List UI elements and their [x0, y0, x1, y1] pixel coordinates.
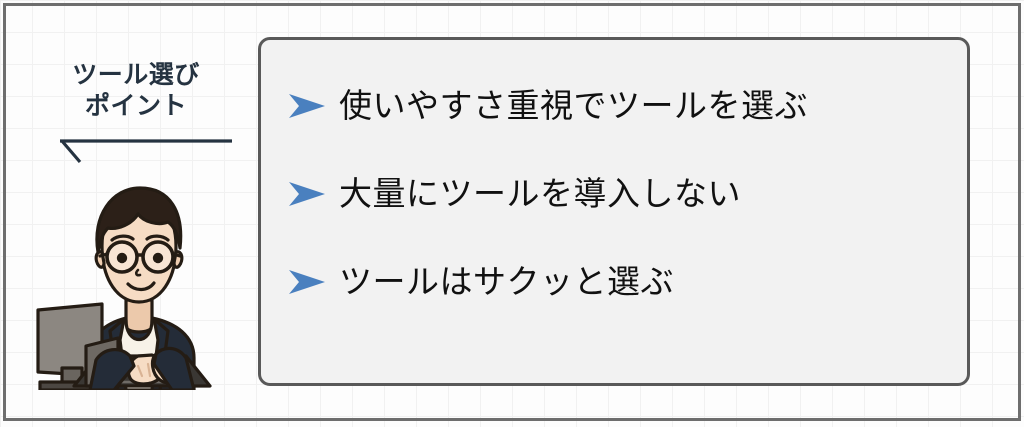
person-at-laptop-illustration	[36, 186, 212, 390]
list-item: 使いやすさ重視でツールを選ぶ	[287, 84, 947, 128]
points-list: 使いやすさ重視でツールを選ぶ 大量にツールを導入しない ツールはサクッと選ぶ	[287, 84, 947, 304]
arrowhead-right-icon	[289, 270, 325, 294]
heading-line-1: ツール選び	[72, 61, 200, 89]
list-item-label: 大量にツールを導入しない	[339, 175, 741, 212]
arrowhead-right-icon	[289, 182, 325, 206]
list-item-label: ツールはサクッと選ぶ	[339, 263, 674, 300]
list-item: ツールはサクッと選ぶ	[287, 260, 947, 304]
heading-underline-icon	[60, 139, 232, 164]
arrowhead-right-icon	[289, 94, 325, 118]
list-item-label: 使いやすさ重視でツールを選ぶ	[339, 87, 808, 124]
points-panel: 使いやすさ重視でツールを選ぶ 大量にツールを導入しない ツールはサクッと選ぶ	[258, 37, 970, 386]
heading-line-2: ポイント	[84, 92, 187, 120]
heading-block: ツール選び ポイント	[28, 60, 244, 122]
hair-shape	[95, 186, 183, 254]
left-column: ツール選び ポイント	[28, 60, 244, 390]
list-item: 大量にツールを導入しない	[287, 172, 947, 216]
